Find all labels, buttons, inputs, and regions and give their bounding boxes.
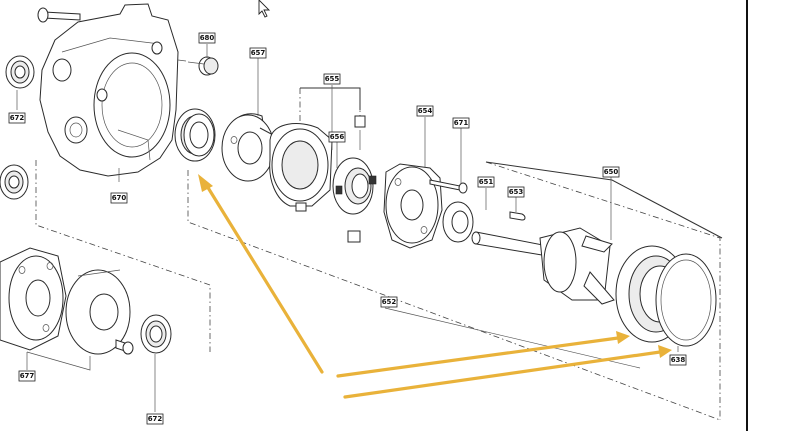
svg-text:653: 653: [509, 188, 524, 196]
svg-text:655: 655: [325, 75, 340, 83]
cover-ring: [65, 269, 131, 355]
label-670: 670: [110, 192, 128, 204]
label-638: 638: [669, 354, 687, 366]
svg-text:654: 654: [418, 107, 433, 115]
group-outlines: [35, 87, 723, 421]
seal-672-lower: [140, 314, 172, 354]
label-677: 677: [18, 370, 36, 382]
svg-text:638: 638: [671, 356, 686, 364]
arrow-to-bearing-650: [336, 336, 620, 378]
label-651: 651: [477, 176, 495, 188]
svg-text:680: 680: [200, 34, 215, 42]
annotation-arrows: [198, 174, 672, 399]
svg-text:672: 672: [148, 415, 163, 423]
svg-text:656: 656: [330, 133, 345, 141]
frame-border: [746, 0, 748, 431]
seal-left-lower: [0, 164, 29, 200]
label-655: 655: [323, 73, 341, 85]
shaft-650: [471, 227, 615, 305]
pinion-680: [177, 56, 219, 76]
spline-hub: [332, 157, 377, 215]
label-672-upper: 672: [8, 112, 26, 124]
flange-677: [0, 247, 67, 351]
svg-text:651: 651: [479, 178, 494, 186]
small-bolt: [115, 339, 134, 355]
label-680: 680: [198, 32, 216, 44]
plate-657: [221, 113, 276, 182]
label-654: 654: [416, 105, 434, 117]
label-657: 657: [249, 47, 267, 59]
key-653: [509, 211, 526, 221]
svg-text:650: 650: [604, 168, 619, 176]
svg-text:652: 652: [382, 298, 397, 306]
seal-672-upper: [5, 55, 35, 89]
label-652: 652: [380, 296, 398, 308]
leader-lines: [16, 44, 679, 412]
washer-651: [442, 201, 474, 243]
brushes-656: [347, 115, 366, 243]
mouse-pointer-icon: [258, 0, 271, 18]
svg-text:677: 677: [20, 372, 35, 380]
bearing: [174, 108, 216, 162]
label-653: 653: [507, 186, 525, 198]
bolt-671: [429, 179, 468, 194]
ring-655: [269, 123, 333, 212]
bearing-and-retaining-ring-638: [615, 245, 717, 347]
svg-text:672: 672: [10, 114, 25, 122]
arrow-to-bearing: [205, 184, 324, 374]
plate-654: [383, 163, 443, 249]
label-656: 656: [328, 131, 346, 143]
label-672-lower: 672: [146, 413, 164, 425]
arrow-to-ring-638: [343, 350, 662, 399]
bolt-top: [37, 7, 81, 23]
svg-text:657: 657: [251, 49, 266, 57]
gear-housing-670: [39, 3, 179, 177]
svg-text:670: 670: [112, 194, 127, 202]
svg-text:671: 671: [454, 119, 469, 127]
label-650: 650: [602, 166, 620, 178]
label-671: 671: [452, 117, 470, 129]
